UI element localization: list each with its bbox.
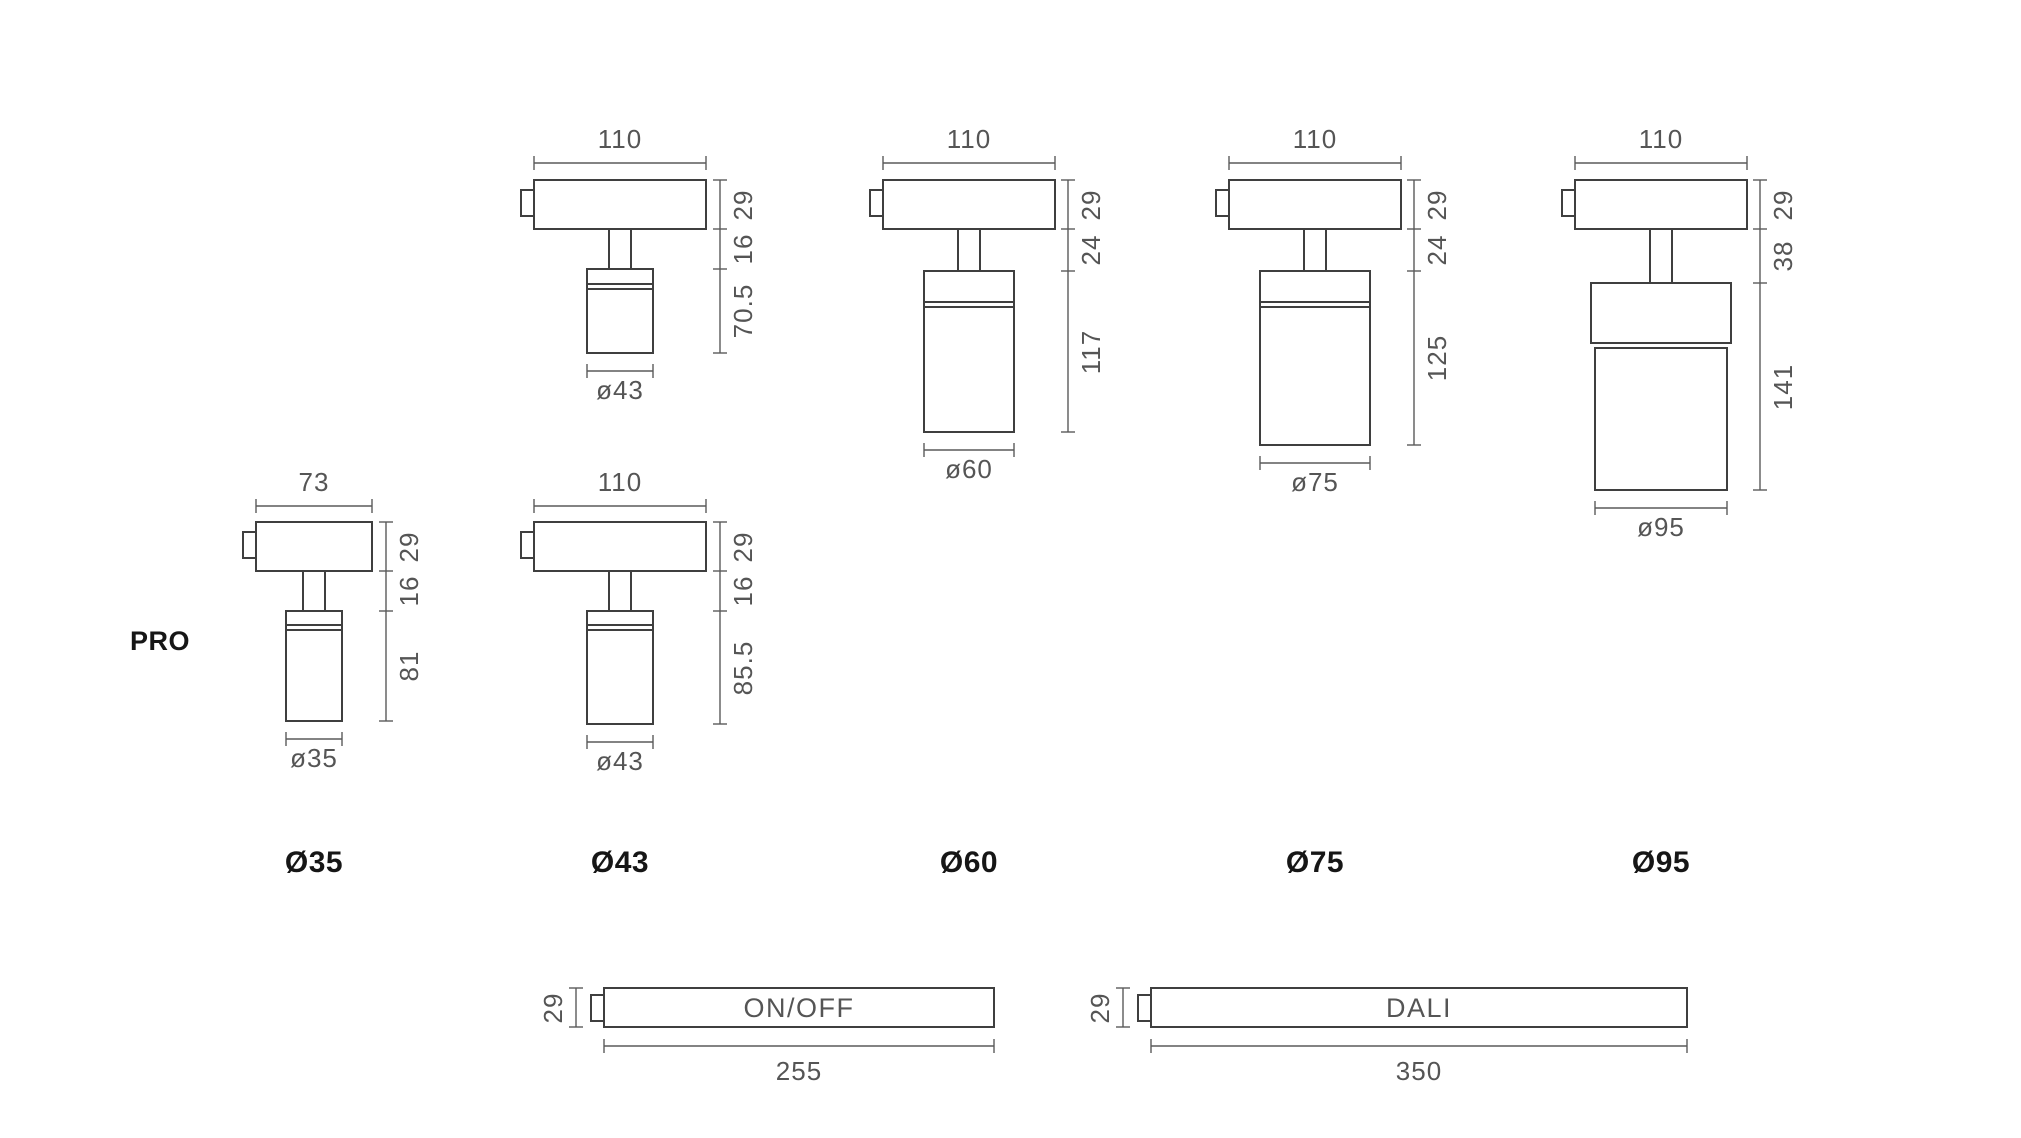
dim-canopy-height-label: 29 bbox=[1422, 190, 1452, 221]
base-onoff: ON/OFF 29 255 bbox=[538, 987, 995, 1086]
spot-head bbox=[285, 610, 343, 722]
column-labels: Ø35 Ø43 Ø60 Ø75 Ø95 bbox=[285, 846, 1690, 879]
spot-head bbox=[923, 270, 1015, 433]
base-dali: DALI 29 350 bbox=[1085, 987, 1688, 1086]
cable-nub bbox=[869, 189, 884, 217]
cable-nub bbox=[520, 531, 535, 559]
dim-top-width-label: 110 bbox=[1293, 124, 1337, 154]
dim-canopy-height-label: 29 bbox=[728, 190, 758, 221]
fixture-o43-tall: 110 29 16 70.5 ø43 bbox=[520, 124, 758, 405]
column-label-o43: Ø43 bbox=[591, 846, 649, 879]
stem bbox=[302, 570, 326, 612]
dim-head-height-label: 125 bbox=[1422, 335, 1452, 381]
fixture-o60: 110 29 24 117 ø60 bbox=[869, 124, 1106, 484]
cable-nub bbox=[1561, 189, 1576, 217]
row-label-pro: PRO bbox=[130, 626, 190, 656]
canopy bbox=[1574, 179, 1748, 230]
dim-stem-height-label: 16 bbox=[728, 234, 758, 265]
diameter-label: ø43 bbox=[596, 375, 644, 405]
dim-base-height-label: 29 bbox=[1085, 993, 1115, 1024]
base-plate-label: DALI bbox=[1386, 993, 1452, 1023]
cable-nub bbox=[242, 531, 257, 559]
dim-top-width-label: 110 bbox=[598, 467, 642, 497]
dim-top-width-label: 110 bbox=[947, 124, 991, 154]
dim-base-height-label: 29 bbox=[538, 993, 568, 1024]
fixture-o75: 110 29 24 125 ø75 bbox=[1215, 124, 1452, 497]
dim-top-width-label: 110 bbox=[1639, 124, 1683, 154]
base-plate-label: ON/OFF bbox=[744, 993, 855, 1023]
dim-head-height-label: 141 bbox=[1768, 364, 1798, 410]
cable-nub bbox=[590, 994, 605, 1022]
dim-stem-height-label: 24 bbox=[1422, 235, 1452, 266]
dim-canopy-height-label: 29 bbox=[1768, 190, 1798, 221]
stem bbox=[608, 570, 632, 612]
dim-stem-height-label: 24 bbox=[1076, 235, 1106, 266]
canopy bbox=[1228, 179, 1402, 230]
diameter-label: ø75 bbox=[1291, 467, 1339, 497]
diameter-label: ø60 bbox=[945, 454, 993, 484]
cable-nub bbox=[1137, 994, 1152, 1022]
head-collar bbox=[1590, 282, 1732, 344]
diameter-label: ø43 bbox=[596, 746, 644, 776]
column-label-o35: Ø35 bbox=[285, 846, 343, 879]
dim-head-height-label: 70.5 bbox=[728, 284, 758, 339]
column-label-o75: Ø75 bbox=[1286, 846, 1344, 879]
stem bbox=[608, 228, 632, 270]
fixture-o95: 110 29 38 141 ø95 bbox=[1561, 124, 1798, 542]
canopy bbox=[255, 521, 373, 572]
head-body bbox=[1594, 347, 1728, 491]
spot-head bbox=[586, 268, 654, 354]
fixture-o35: 73 29 16 81 ø35 bbox=[242, 467, 424, 773]
column-label-o95: Ø95 bbox=[1632, 846, 1690, 879]
cable-nub bbox=[1215, 189, 1230, 217]
dim-head-height-label: 85.5 bbox=[728, 641, 758, 696]
canopy bbox=[882, 179, 1056, 230]
dim-canopy-height-label: 29 bbox=[394, 532, 424, 563]
diameter-label: ø35 bbox=[290, 743, 338, 773]
dim-stem-height-label: 38 bbox=[1768, 241, 1798, 272]
stem bbox=[1303, 228, 1327, 272]
dim-canopy-height-label: 29 bbox=[1076, 190, 1106, 221]
dim-head-height-label: 81 bbox=[394, 651, 424, 682]
dim-canopy-height-label: 29 bbox=[728, 532, 758, 563]
dim-stem-height-label: 16 bbox=[728, 576, 758, 607]
canopy bbox=[533, 179, 707, 230]
fixture-o43-short: 110 29 16 85.5 ø43 bbox=[520, 467, 758, 776]
diameter-label: ø95 bbox=[1637, 512, 1685, 542]
stem bbox=[1649, 228, 1673, 284]
base-plate bbox=[1150, 987, 1688, 1028]
canopy bbox=[533, 521, 707, 572]
dim-base-length-label: 350 bbox=[1396, 1056, 1442, 1086]
dim-top-width-label: 110 bbox=[598, 124, 642, 154]
dim-base-length-label: 255 bbox=[776, 1056, 822, 1086]
column-label-o60: Ø60 bbox=[940, 846, 998, 879]
stem bbox=[957, 228, 981, 272]
base-plate bbox=[603, 987, 995, 1028]
dim-head-height-label: 117 bbox=[1076, 330, 1106, 374]
cable-nub bbox=[520, 189, 535, 217]
spot-head bbox=[1259, 270, 1371, 446]
dim-stem-height-label: 16 bbox=[394, 576, 424, 607]
spot-head bbox=[586, 610, 654, 725]
dim-top-width-label: 73 bbox=[299, 467, 330, 497]
